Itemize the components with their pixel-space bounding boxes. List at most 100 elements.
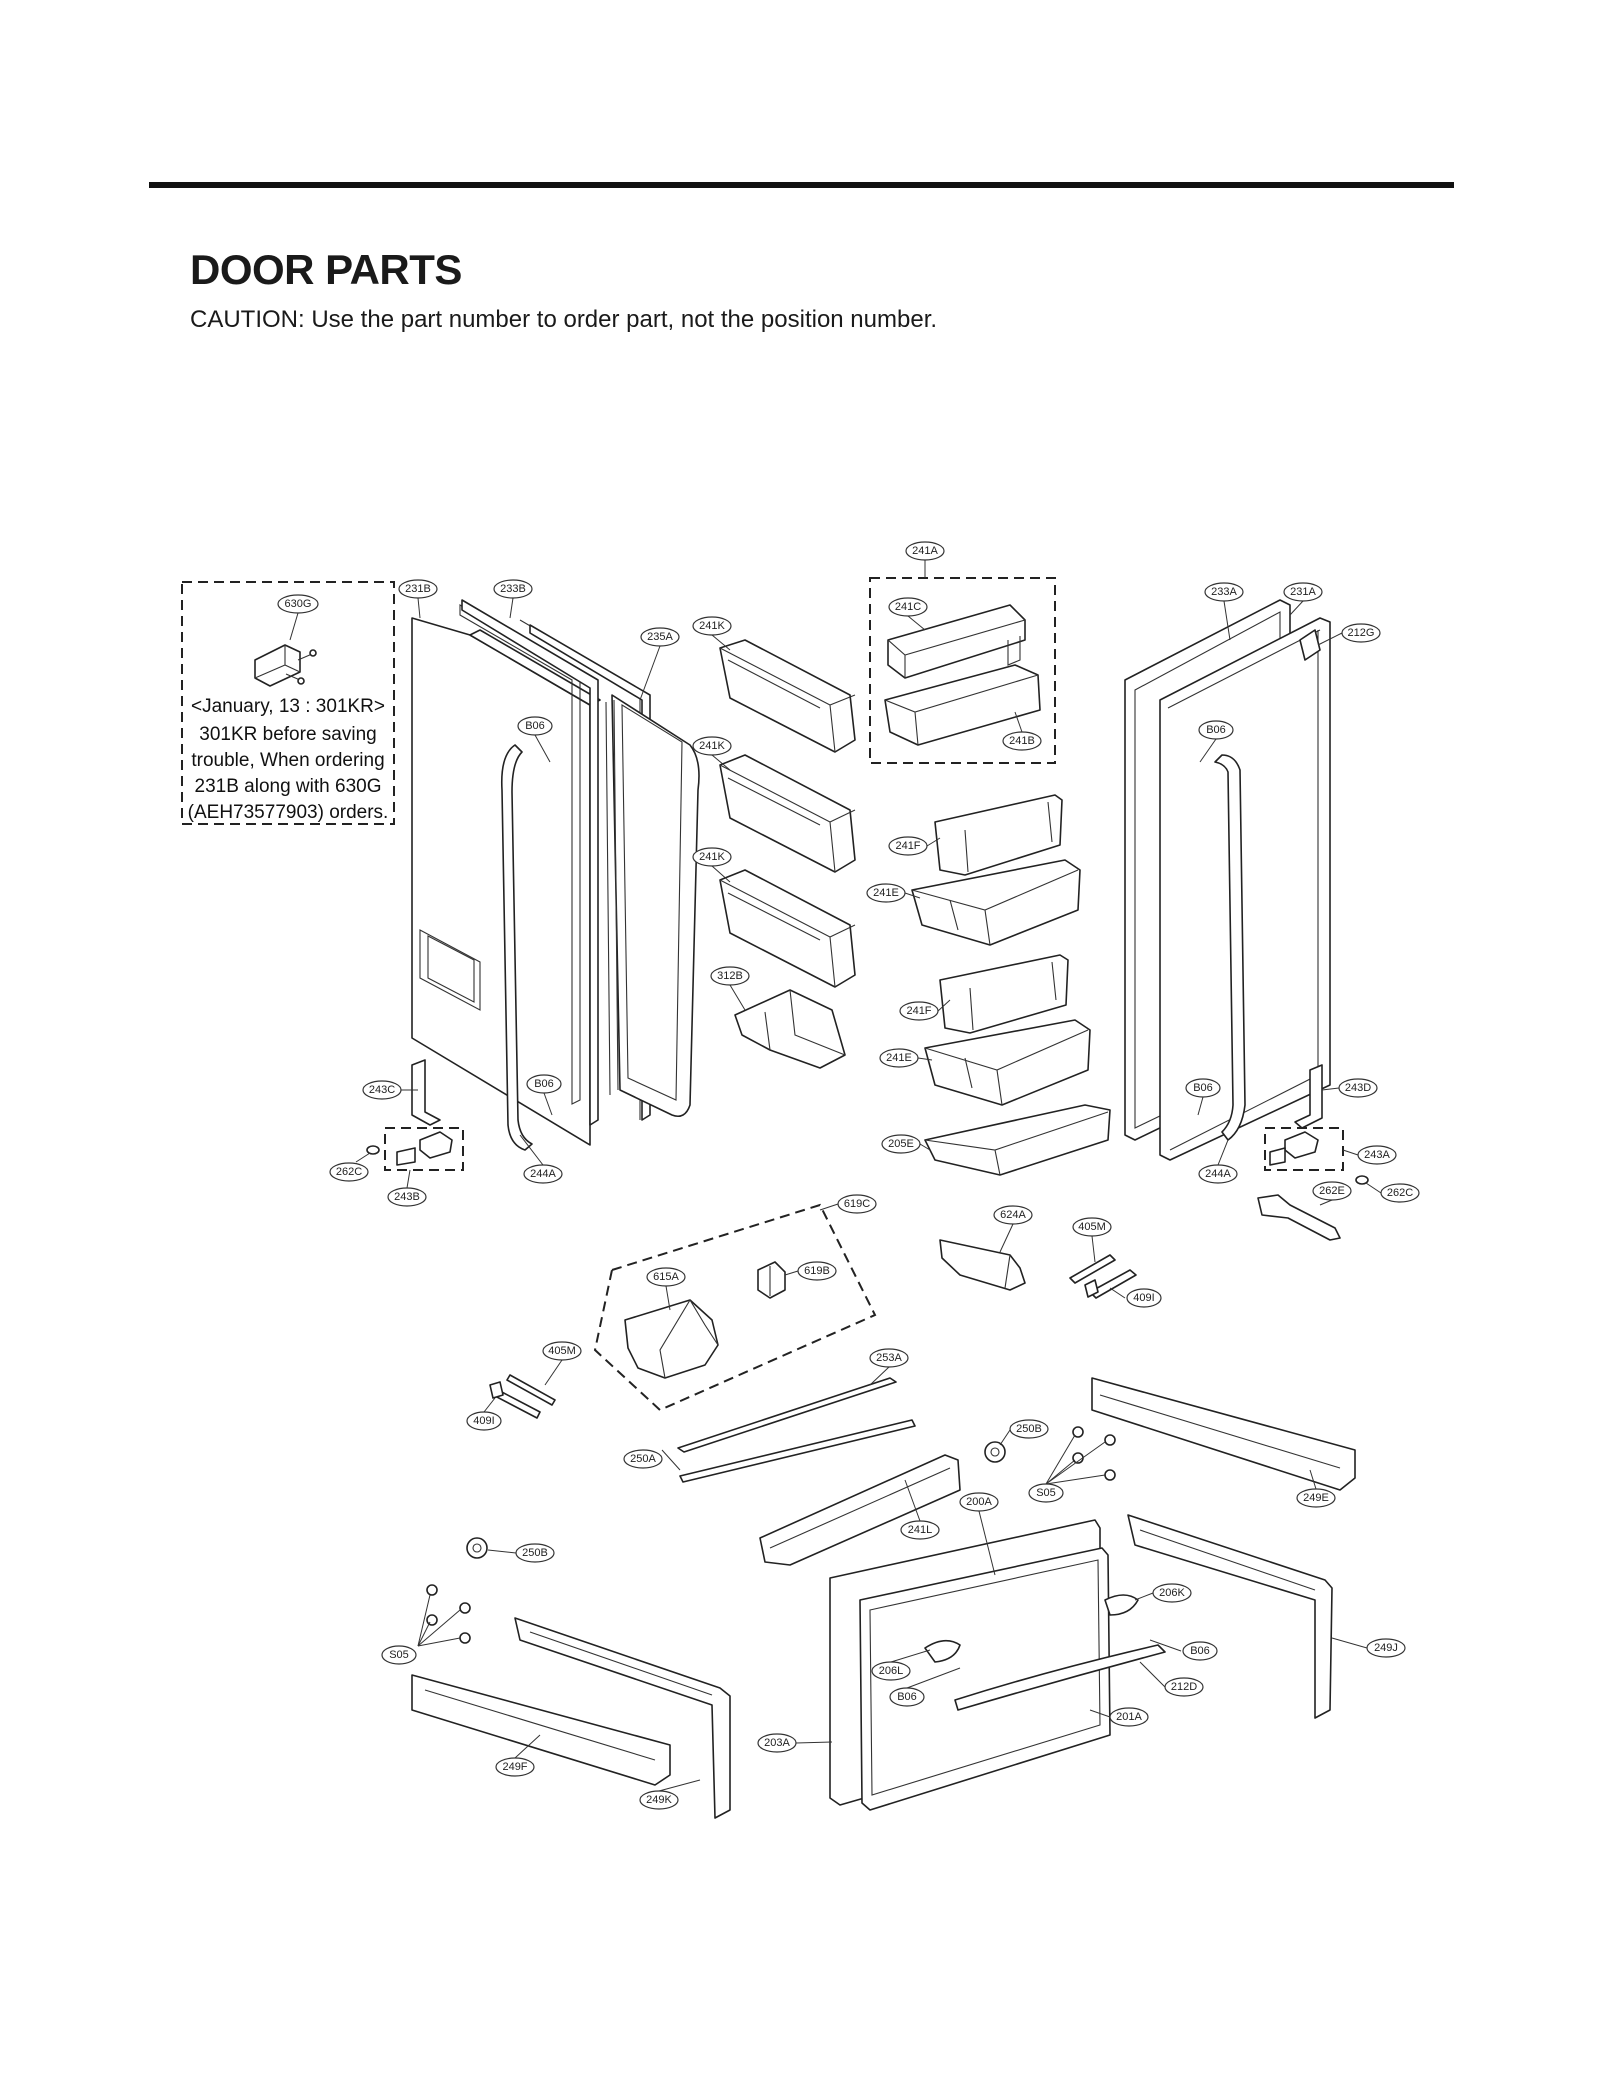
door-bin-1 bbox=[719, 639, 856, 753]
svg-text:203A: 203A bbox=[764, 1737, 790, 1749]
svg-text:B06: B06 bbox=[525, 720, 545, 732]
svg-text:253A: 253A bbox=[876, 1352, 902, 1364]
svg-text:206L: 206L bbox=[879, 1665, 903, 1677]
svg-text:233B: 233B bbox=[500, 583, 526, 595]
svg-text:249K: 249K bbox=[646, 1794, 672, 1806]
svg-text:241K: 241K bbox=[699, 620, 725, 632]
svg-text:241A: 241A bbox=[912, 545, 938, 557]
label-409i-1: 409I bbox=[1109, 1287, 1162, 1308]
part-624a bbox=[939, 1239, 1026, 1291]
svg-text:B06: B06 bbox=[1193, 1082, 1213, 1094]
svg-text:243B: 243B bbox=[394, 1191, 420, 1203]
svg-text:244A: 244A bbox=[530, 1168, 556, 1180]
label-241b: 241B bbox=[1002, 711, 1042, 751]
part-615a bbox=[624, 1299, 719, 1379]
svg-text:624A: 624A bbox=[1000, 1209, 1026, 1221]
label-409i-2: 409I bbox=[466, 1397, 502, 1431]
label-b06-1: B06 bbox=[517, 716, 553, 763]
svg-text:250B: 250B bbox=[522, 1547, 548, 1559]
gear-250b-right bbox=[984, 1441, 1006, 1463]
label-630g: 630G bbox=[277, 594, 319, 641]
svg-text:241F: 241F bbox=[906, 1005, 931, 1017]
left-door-assembly bbox=[411, 599, 700, 1151]
rail-249e bbox=[1091, 1377, 1356, 1491]
svg-text:250A: 250A bbox=[630, 1453, 656, 1465]
right-hinge-parts bbox=[1257, 1064, 1369, 1241]
label-262c-2: 262C bbox=[1365, 1182, 1420, 1203]
bin-205e bbox=[924, 1104, 1111, 1176]
label-405m-2: 405M bbox=[542, 1341, 582, 1386]
note-line-5: (AEH73577903) orders. bbox=[188, 802, 389, 823]
label-b06-2: B06 bbox=[1198, 720, 1234, 763]
svg-text:250B: 250B bbox=[1016, 1423, 1042, 1435]
door-bin-2 bbox=[719, 754, 856, 873]
svg-text:244A: 244A bbox=[1205, 1168, 1231, 1180]
label-241k-3: 241K bbox=[692, 847, 732, 883]
caution-text: CAUTION: Use the part number to order pa… bbox=[190, 306, 938, 333]
svg-text:630G: 630G bbox=[285, 598, 312, 610]
label-250a: 250A bbox=[623, 1449, 681, 1471]
svg-text:B06: B06 bbox=[534, 1078, 554, 1090]
label-312b: 312B bbox=[710, 966, 750, 1011]
label-206k: 206K bbox=[1134, 1583, 1192, 1603]
part-labels: 241A 241C 241B 231B 233B 235A 241K 241K … bbox=[329, 541, 1420, 1810]
svg-text:B06: B06 bbox=[897, 1691, 917, 1703]
bin-241e-1 bbox=[911, 859, 1081, 946]
label-249e: 249E bbox=[1296, 1469, 1336, 1508]
bracket-249j bbox=[1127, 1514, 1333, 1719]
rail-249f bbox=[411, 1674, 671, 1786]
wrench-262e bbox=[1257, 1194, 1341, 1241]
svg-text:200A: 200A bbox=[966, 1496, 992, 1508]
svg-text:205E: 205E bbox=[888, 1138, 914, 1150]
top-rule bbox=[149, 182, 1454, 188]
svg-text:241F: 241F bbox=[895, 840, 920, 852]
svg-text:243A: 243A bbox=[1364, 1149, 1390, 1161]
svg-text:619C: 619C bbox=[844, 1198, 870, 1210]
label-241a: 241A bbox=[905, 541, 945, 578]
svg-text:231A: 231A bbox=[1290, 586, 1316, 598]
label-s05-2: S05 bbox=[381, 1594, 461, 1665]
label-241l: 241L bbox=[900, 1479, 940, 1540]
svg-text:243C: 243C bbox=[369, 1084, 395, 1096]
label-b06-3: B06 bbox=[526, 1074, 562, 1116]
svg-text:241C: 241C bbox=[895, 601, 921, 613]
label-201a: 201A bbox=[1089, 1707, 1149, 1727]
right-door-assembly bbox=[1124, 599, 1331, 1161]
svg-text:312B: 312B bbox=[717, 970, 743, 982]
door-bin-3 bbox=[719, 869, 856, 988]
label-241e-1: 241E bbox=[866, 883, 921, 903]
shelf-241f-1 bbox=[934, 794, 1063, 876]
label-615a: 615A bbox=[646, 1267, 686, 1311]
label-253a: 253A bbox=[869, 1348, 909, 1386]
tray-312b bbox=[734, 989, 846, 1069]
label-241k-2: 241K bbox=[692, 736, 732, 771]
svg-text:241L: 241L bbox=[908, 1524, 932, 1536]
note-line-2: 301KR before saving bbox=[199, 724, 376, 745]
label-212g: 212G bbox=[1317, 623, 1381, 646]
svg-text:405M: 405M bbox=[1078, 1221, 1106, 1233]
part-630g-bracket bbox=[254, 644, 317, 687]
note-line-3: trouble, When ordering bbox=[191, 750, 384, 771]
note-line-4: 231B along with 630G bbox=[195, 776, 382, 797]
parts-405m-409i-right bbox=[1069, 1254, 1137, 1299]
label-212d: 212D bbox=[1139, 1661, 1204, 1697]
svg-text:233A: 233A bbox=[1211, 586, 1237, 598]
svg-text:S05: S05 bbox=[389, 1649, 409, 1661]
svg-text:262E: 262E bbox=[1319, 1185, 1345, 1197]
label-244a-2: 244A bbox=[1198, 1139, 1238, 1184]
svg-text:249E: 249E bbox=[1303, 1492, 1329, 1504]
label-262c-1: 262C bbox=[329, 1152, 371, 1182]
label-243b: 243B bbox=[387, 1169, 427, 1207]
label-250b-2: 250B bbox=[487, 1543, 555, 1563]
svg-text:409I: 409I bbox=[1133, 1292, 1154, 1304]
label-205e: 205E bbox=[881, 1134, 931, 1154]
label-233a: 233A bbox=[1204, 582, 1244, 641]
label-262e: 262E bbox=[1312, 1181, 1352, 1206]
svg-text:241B: 241B bbox=[1009, 735, 1035, 747]
svg-text:201A: 201A bbox=[1116, 1711, 1142, 1723]
label-b06-5: B06 bbox=[1149, 1639, 1218, 1661]
label-243d: 243D bbox=[1321, 1078, 1378, 1098]
label-241c: 241C bbox=[888, 597, 928, 631]
svg-text:212G: 212G bbox=[1348, 627, 1375, 639]
